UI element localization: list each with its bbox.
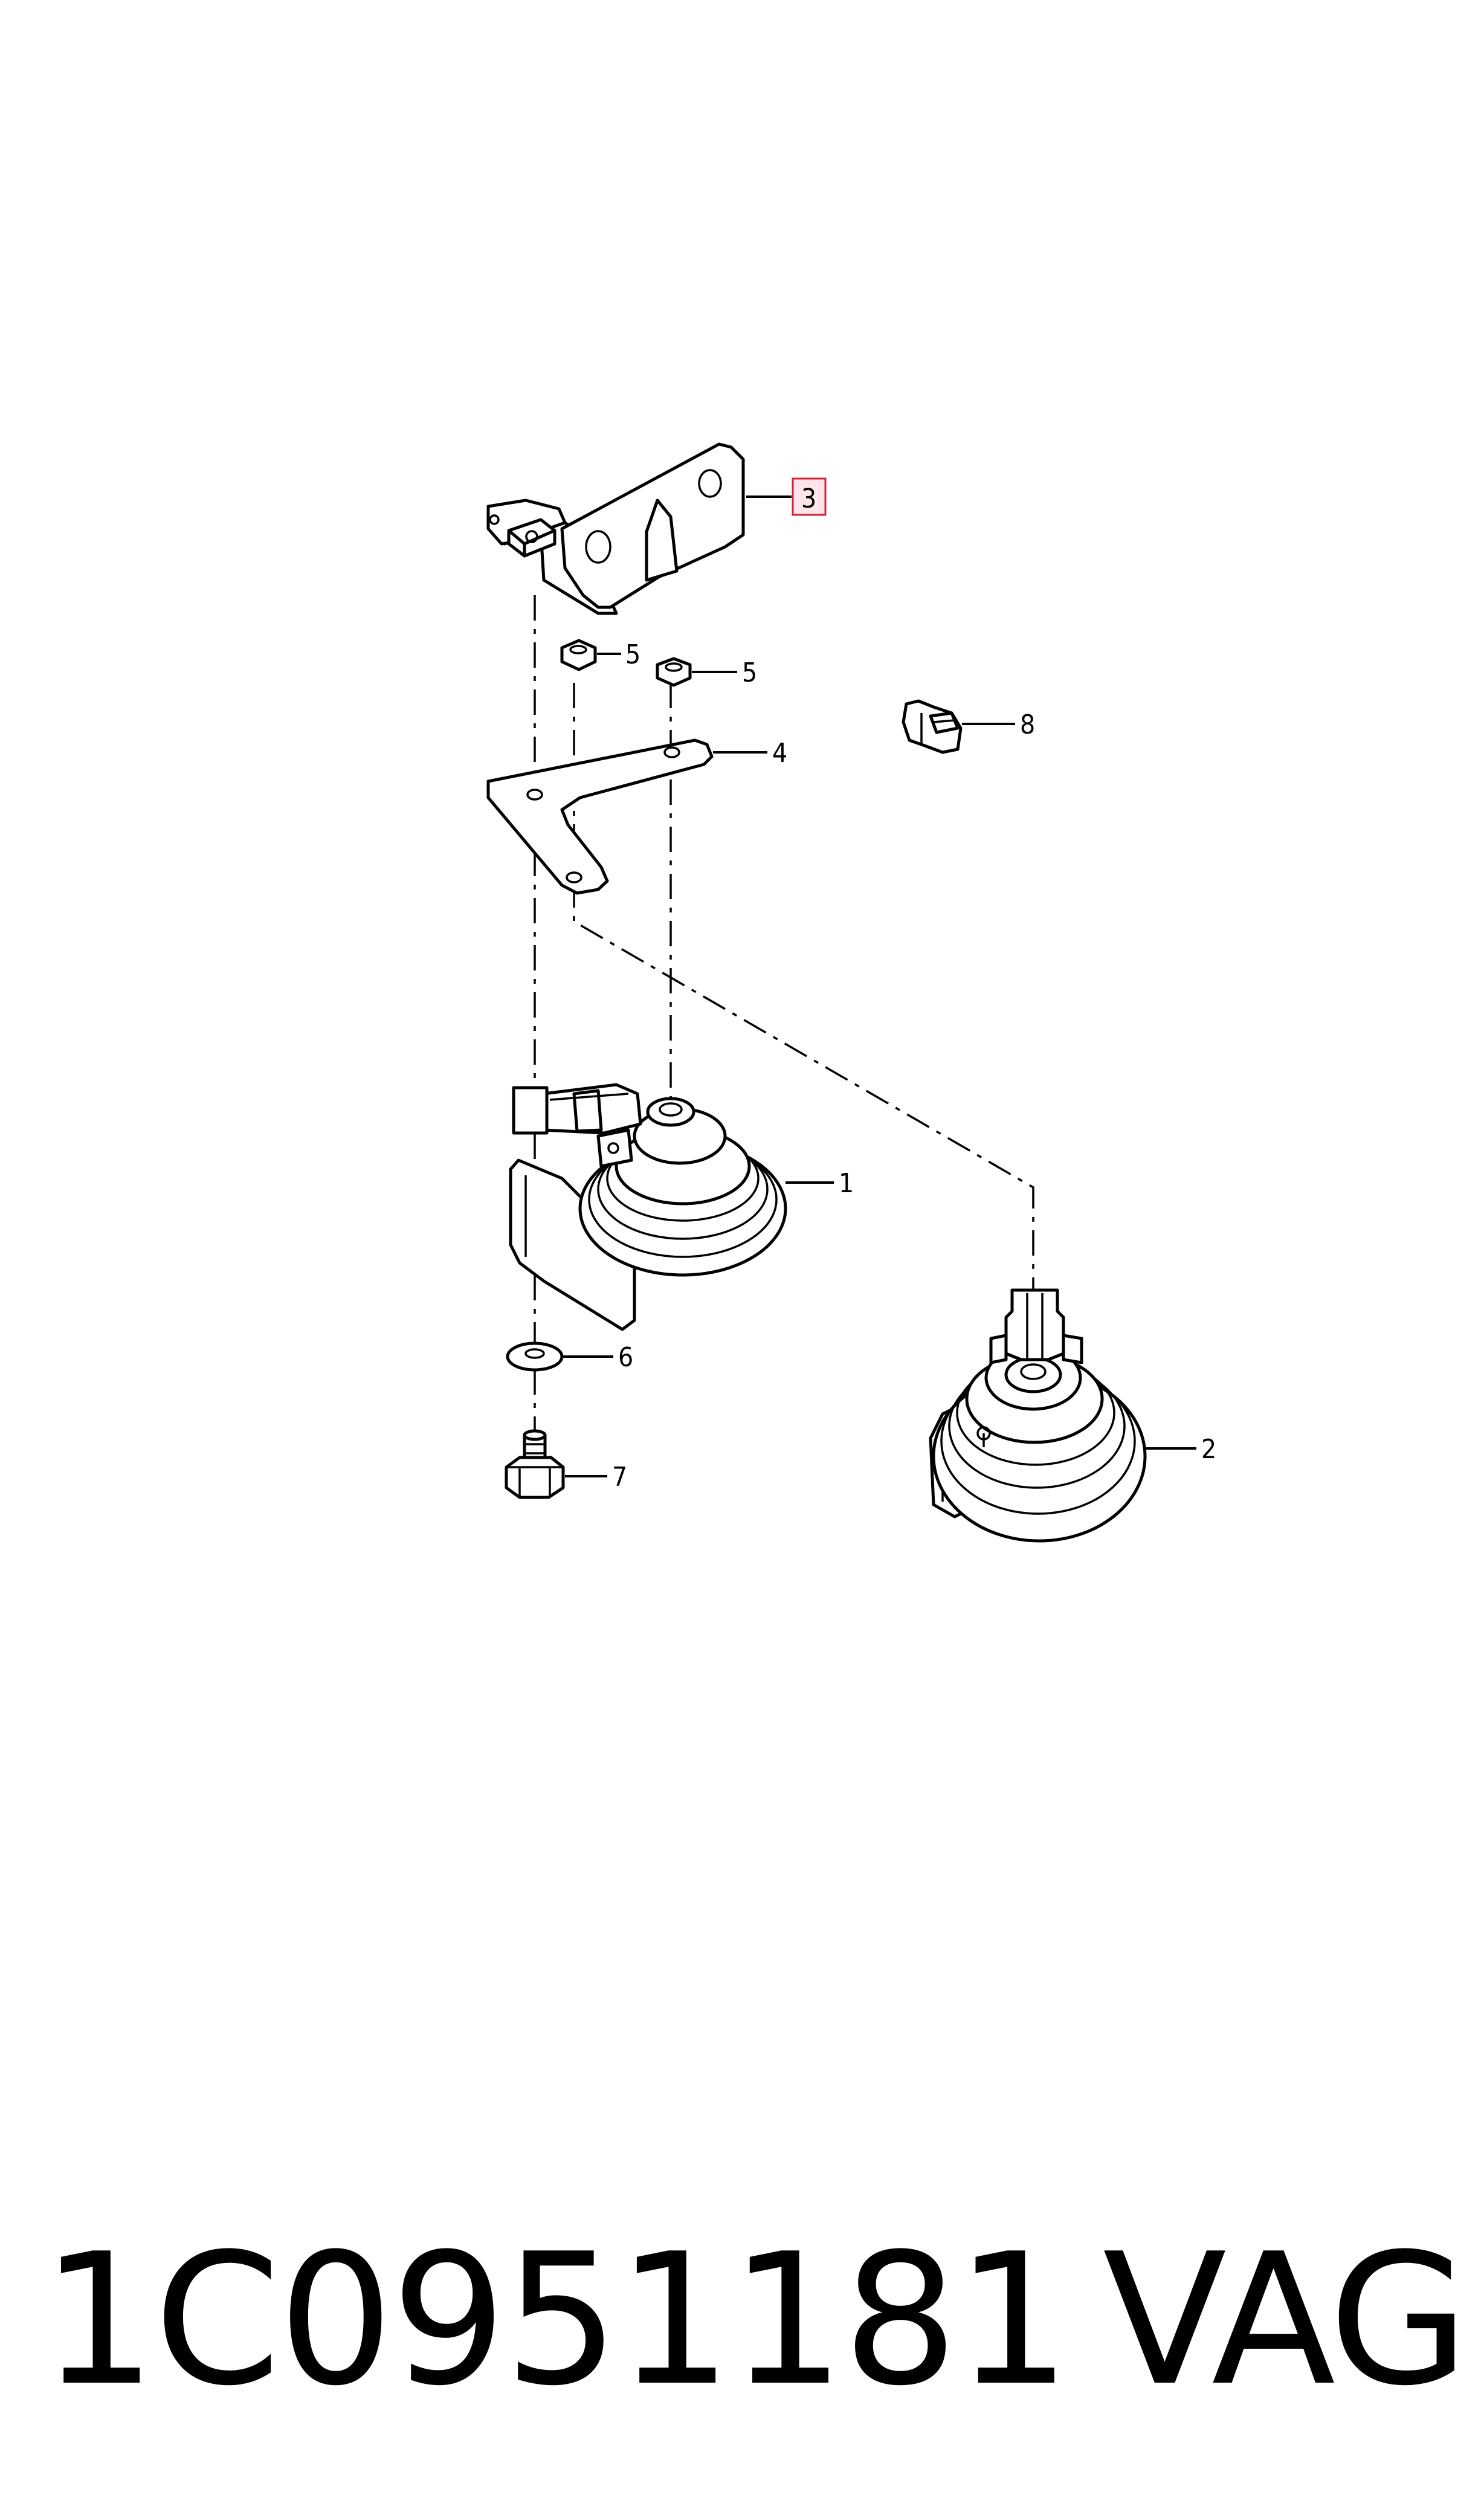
nut-part-5-left[interactable] — [560, 639, 597, 671]
callout-5-right[interactable]: 5 — [742, 657, 757, 688]
plate-part-4[interactable] — [486, 738, 714, 895]
horn-part-2[interactable] — [929, 1288, 1147, 1543]
clip-part-8[interactable] — [902, 699, 963, 754]
callout-1[interactable]: 1 — [839, 1168, 854, 1199]
bolt-part-7[interactable] — [505, 1429, 565, 1499]
callout-4[interactable]: 4 — [772, 738, 787, 769]
callout-7[interactable]: 7 — [612, 1462, 627, 1493]
nut-part-5-right[interactable] — [656, 657, 692, 687]
callout-6[interactable]: 6 — [618, 1342, 633, 1373]
callouts: 3 5 5 8 4 1 6 7 2 — [563, 477, 1216, 1493]
callout-2[interactable]: 2 — [1201, 1434, 1216, 1465]
washer-part-6[interactable] — [506, 1341, 564, 1372]
callout-8[interactable]: 8 — [1020, 709, 1035, 740]
callout-5-left[interactable]: 5 — [625, 639, 640, 670]
bracket-part-3[interactable] — [486, 442, 745, 615]
horn-part-1[interactable] — [509, 1083, 787, 1331]
callout-3[interactable]: 3 — [801, 483, 816, 514]
callout-3-highlight — [792, 477, 827, 516]
brand-name: VAG — [1103, 2215, 1469, 2426]
part-number: 1C0951181 — [41, 2215, 1071, 2426]
